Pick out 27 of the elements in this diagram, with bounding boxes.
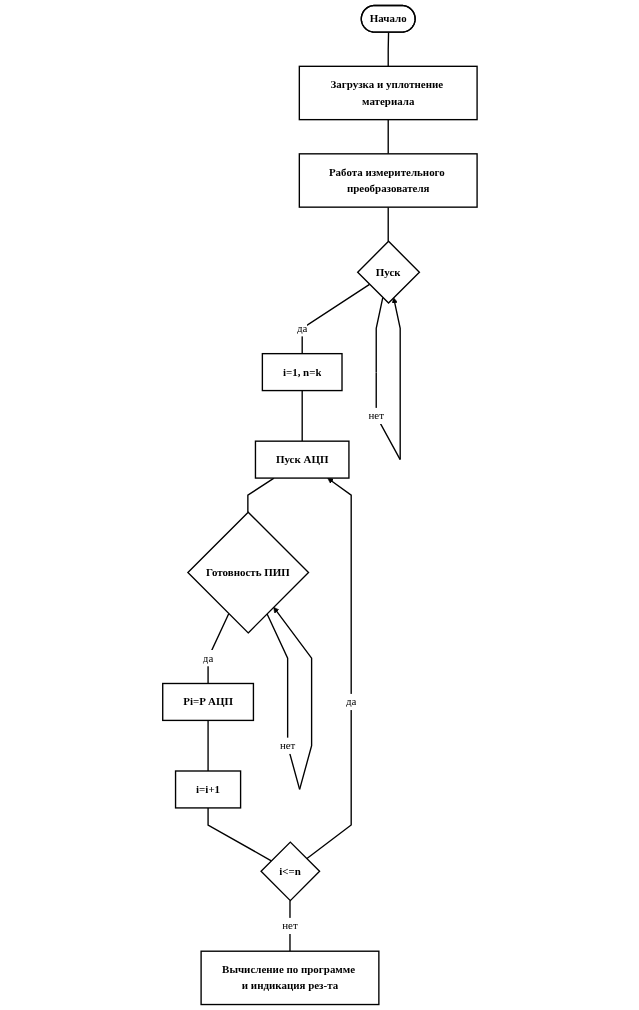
node-box: i=i+1 [174, 770, 241, 809]
node-diamond: i<=n [259, 841, 321, 902]
edge-label: нет [368, 409, 384, 422]
node-box: Пуск АЦП [254, 440, 350, 479]
node-diamond: Пуск [356, 240, 420, 305]
connector [387, 31, 389, 67]
node-box: Загрузка и уплотнение материала [298, 65, 478, 121]
connector [301, 283, 370, 355]
arrow [375, 296, 401, 461]
edge-label: да [345, 695, 356, 708]
node-box: Вычисление по программе и индикация рез-та [200, 950, 380, 1006]
edge-label: нет [281, 919, 298, 932]
connector [207, 807, 272, 862]
node-diamond: Готовность ПИП [186, 511, 310, 634]
edge-label: да [296, 322, 307, 334]
edge-label: да [202, 652, 213, 664]
arrow [305, 477, 352, 860]
connector [246, 477, 275, 513]
edge-label: нет [279, 739, 295, 752]
connector [207, 719, 209, 772]
node-box: Pi=P АЦП [161, 682, 254, 722]
connector [207, 613, 229, 685]
connector [387, 118, 389, 155]
connector [387, 206, 389, 243]
connector [301, 389, 303, 442]
node-box: i=1, n=k [261, 352, 343, 392]
node-box: Работа измерительного преобразователя [298, 153, 478, 208]
